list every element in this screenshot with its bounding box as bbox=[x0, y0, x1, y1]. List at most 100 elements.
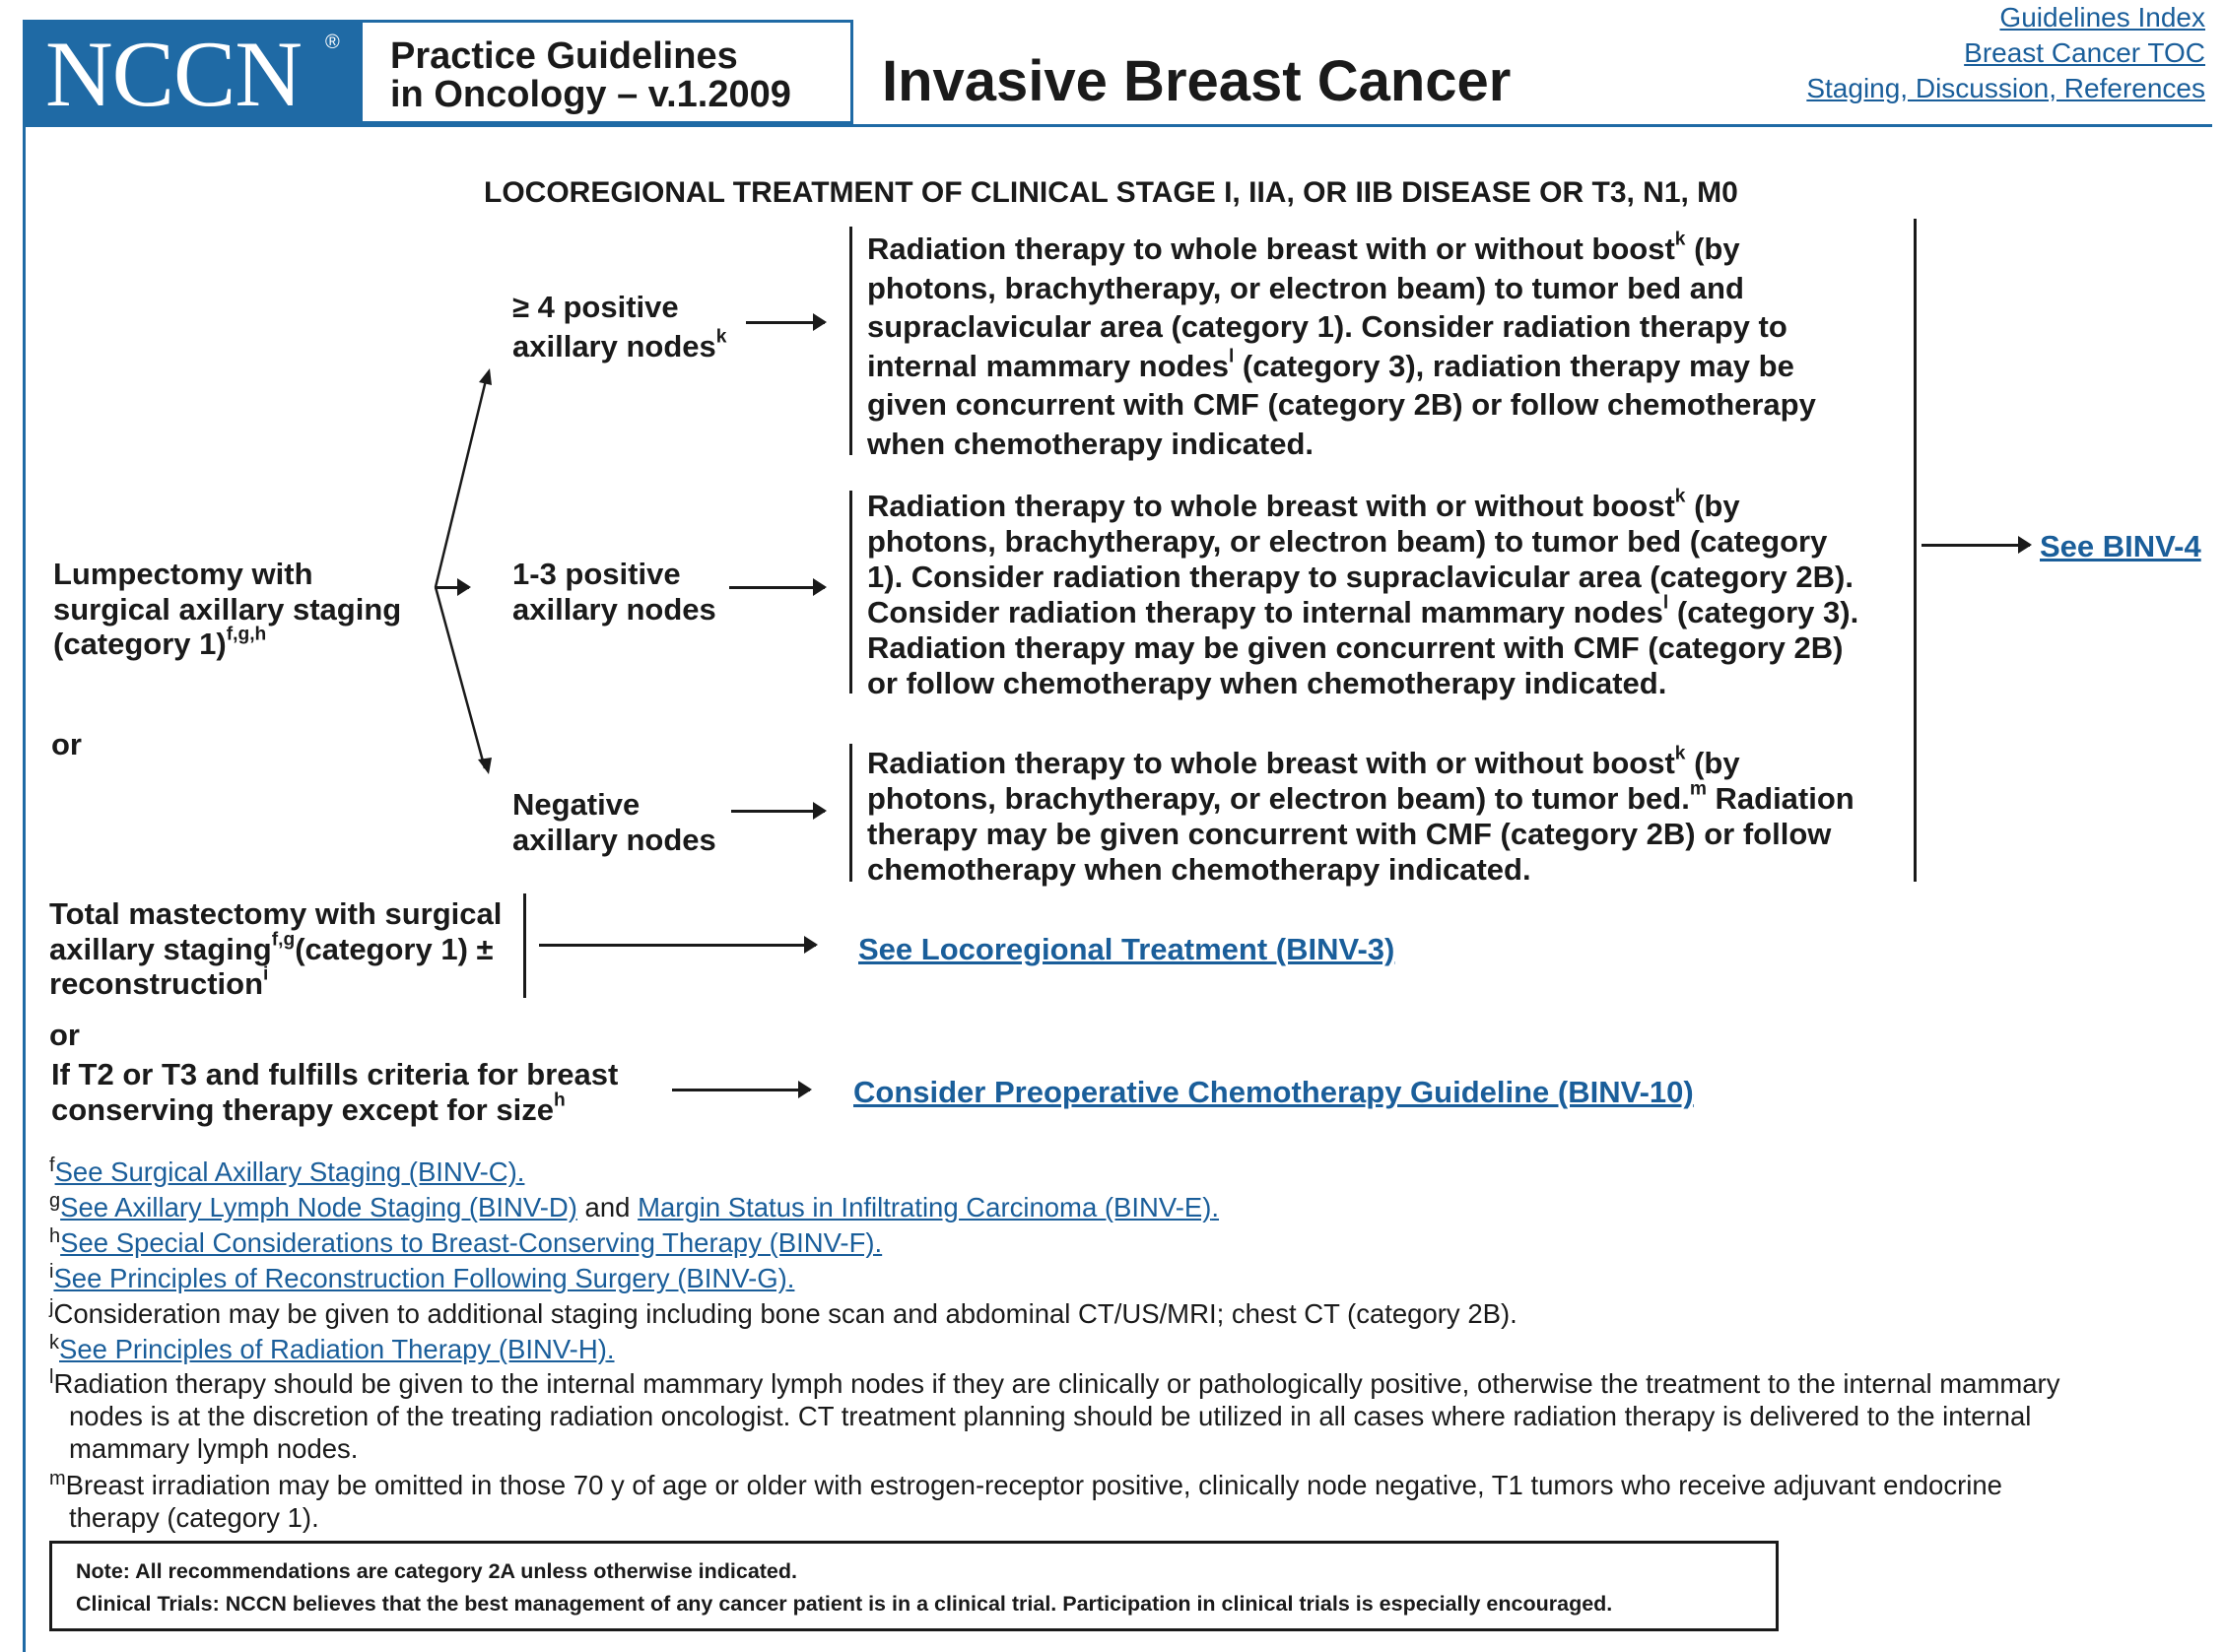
treatment-1to3-line: (by bbox=[1685, 489, 1740, 523]
lumpectomy-line1: Lumpectomy with bbox=[53, 557, 313, 591]
footnote-period: . bbox=[606, 1334, 615, 1364]
treatment-4plus: Radiation therapy to whole breast with o… bbox=[867, 230, 1816, 463]
t2-t3-node: If T2 or T3 and fulfills criteria for br… bbox=[51, 1057, 618, 1127]
treatment-4plus-line: supraclavicular area (category 1). Consi… bbox=[867, 309, 1787, 344]
branch-arrowhead-up bbox=[479, 368, 492, 385]
mastectomy-node: Total mastectomy with surgical axillary … bbox=[49, 896, 502, 1002]
footnote-k: kSee Principles of Radiation Therapy (BI… bbox=[49, 1326, 615, 1367]
footnote-text: Radiation therapy should be given to the… bbox=[53, 1368, 2060, 1399]
see-binv4-link[interactable]: See BINV-4 bbox=[2040, 529, 2201, 563]
t2-t3-line1: If T2 or T3 and fulfills criteria for br… bbox=[51, 1057, 619, 1091]
footnote-ref: f,g,h bbox=[226, 624, 267, 645]
treatment-4plus-line: given concurrent with CMF (category 2B) … bbox=[867, 387, 1816, 422]
right-bracket bbox=[1914, 219, 1917, 882]
footnote-text: nodes is at the discretion of the treati… bbox=[69, 1401, 2032, 1431]
arrow-t2-t3 bbox=[672, 1082, 812, 1097]
lumpectomy-node: Lumpectomy with surgical axillary stagin… bbox=[53, 557, 401, 662]
or-label: or bbox=[51, 727, 82, 761]
arrow-mastectomy bbox=[539, 937, 818, 953]
branch-arrow-middle bbox=[435, 579, 471, 595]
mastectomy-line3: reconstruction bbox=[49, 966, 264, 1001]
footnote-letter: g bbox=[49, 1190, 61, 1212]
mastectomy-line1: Total mastectomy with surgical bbox=[49, 896, 503, 931]
header-divider bbox=[23, 124, 2212, 127]
registered-mark: ® bbox=[325, 32, 340, 53]
branch-line-down bbox=[434, 586, 487, 769]
note-line: Note: All recommendations are category 2… bbox=[76, 1559, 797, 1583]
nccn-logo bbox=[23, 20, 363, 126]
footnote-ref: l bbox=[1228, 346, 1235, 367]
footnote-letter: m bbox=[49, 1468, 66, 1489]
nodes-4plus-label: ≥ 4 positive axillary nodesk bbox=[512, 288, 726, 366]
breast-cancer-toc-link[interactable]: Breast Cancer TOC bbox=[1964, 37, 2205, 68]
treatment-negative-line: Radiation therapy to whole breast with o… bbox=[867, 746, 1675, 780]
treatment-1to3-line: (category 3). bbox=[1668, 595, 1859, 629]
treatment-negative: Radiation therapy to whole breast with o… bbox=[867, 743, 1854, 888]
box-1to3-bracket bbox=[849, 491, 852, 694]
margin-status-link[interactable]: Margin Status in Infiltrating Carcinoma … bbox=[638, 1192, 1212, 1222]
treatment-4plus-line: Radiation therapy to whole breast with o… bbox=[867, 231, 1675, 266]
footnote-letter: i bbox=[49, 1261, 54, 1283]
footnote-j: jConsideration may be given to additiona… bbox=[49, 1290, 1517, 1332]
reconstruction-link[interactable]: See Principles of Reconstruction Followi… bbox=[53, 1263, 787, 1293]
nodes-1to3-label: 1-3 positive axillary nodes bbox=[512, 557, 716, 627]
footnote-letter: l bbox=[49, 1366, 54, 1388]
footnote-g: gSee Axillary Lymph Node Staging (BINV-D… bbox=[49, 1184, 1219, 1225]
footnote-text: therapy (category 1). bbox=[69, 1502, 319, 1533]
treatment-negative-line: chemotherapy when chemotherapy indicated… bbox=[867, 852, 1531, 887]
treatment-1to3-line: Radiation therapy may be given concurren… bbox=[867, 630, 1844, 665]
treatment-negative-line: (by bbox=[1685, 746, 1740, 780]
nodes-4plus-line1: ≥ 4 positive bbox=[512, 290, 679, 324]
box-negative-bracket bbox=[849, 744, 852, 882]
footnote-letter: f bbox=[49, 1155, 55, 1176]
footnote-f: fSee Surgical Axillary Staging (BINV-C). bbox=[49, 1149, 524, 1190]
footnote-m: mBreast irradiation may be omitted in th… bbox=[49, 1463, 2002, 1534]
branch-arrowhead-down bbox=[478, 758, 492, 774]
lumpectomy-line3: (category 1) bbox=[53, 627, 227, 661]
nodes-1to3-line2: axillary nodes bbox=[512, 591, 716, 627]
treatment-1to3-line: Consider radiation therapy to internal m… bbox=[867, 595, 1663, 629]
footnote-period: . bbox=[874, 1227, 883, 1258]
branch-line-up bbox=[434, 379, 488, 588]
mastectomy-line2b: (category 1) ± bbox=[295, 931, 494, 966]
treatment-1to3-line: Radiation therapy to whole breast with o… bbox=[867, 489, 1675, 523]
footnote-period: . bbox=[786, 1263, 795, 1293]
nodes-negative-line2: axillary nodes bbox=[512, 822, 716, 857]
guidelines-version: in Oncology – v.1.2009 bbox=[390, 74, 791, 115]
arrow-1to3 bbox=[729, 579, 827, 595]
footnote-letter: h bbox=[49, 1225, 61, 1247]
treatment-4plus-line: when chemotherapy indicated. bbox=[867, 426, 1315, 461]
arrow-negative bbox=[731, 803, 827, 819]
footnote-ref: l bbox=[1662, 592, 1669, 614]
staging-discussion-references-link[interactable]: Staging, Discussion, References bbox=[1806, 73, 2205, 103]
arrow-to-binv4 bbox=[1922, 537, 2032, 553]
surgical-axillary-staging-link[interactable]: See Surgical Axillary Staging (BINV-C) bbox=[54, 1156, 517, 1187]
see-locoregional-link[interactable]: See Locoregional Treatment (BINV-3) bbox=[858, 932, 1395, 966]
or-label-2: or bbox=[49, 1018, 80, 1052]
footnote-ref: h bbox=[553, 1090, 566, 1111]
clinical-trials-note: Clinical Trials: NCCN believes that the … bbox=[76, 1592, 1613, 1616]
guidelines-index-link[interactable]: Guidelines Index bbox=[1999, 2, 2205, 33]
footnote-ref: f,g bbox=[271, 929, 296, 951]
breast-conserving-therapy-link[interactable]: See Special Considerations to Breast-Con… bbox=[60, 1227, 875, 1258]
treatment-1to3: Radiation therapy to whole breast with o… bbox=[867, 486, 1859, 701]
footnote-ref: k bbox=[1674, 486, 1686, 507]
guidelines-label: Practice Guidelines bbox=[390, 35, 738, 77]
footnote-text: and bbox=[576, 1192, 639, 1222]
radiation-therapy-principles-link[interactable]: See Principles of Radiation Therapy (BIN… bbox=[59, 1334, 607, 1364]
arrow-4plus bbox=[746, 314, 827, 330]
footnote-text: mammary lymph nodes. bbox=[69, 1433, 359, 1464]
page-title: Invasive Breast Cancer bbox=[882, 49, 1512, 113]
footnote-ref: i bbox=[263, 963, 269, 985]
nodes-negative-label: Negative axillary nodes bbox=[512, 787, 716, 857]
footnote-h: hSee Special Considerations to Breast-Co… bbox=[49, 1220, 882, 1261]
footnote-ref: k bbox=[1674, 743, 1686, 764]
guidelines-version-box bbox=[363, 20, 853, 124]
note-box bbox=[49, 1541, 1779, 1631]
branch-arrows bbox=[434, 368, 492, 774]
axillary-lymph-node-staging-link[interactable]: See Axillary Lymph Node Staging (BINV-D) bbox=[60, 1192, 577, 1222]
box-4plus-bracket bbox=[849, 227, 852, 455]
footnote-l: lRadiation therapy should be given to th… bbox=[49, 1361, 2059, 1465]
see-preoperative-link[interactable]: Consider Preoperative Chemotherapy Guide… bbox=[853, 1075, 1694, 1109]
footnote-period: . bbox=[516, 1156, 525, 1187]
